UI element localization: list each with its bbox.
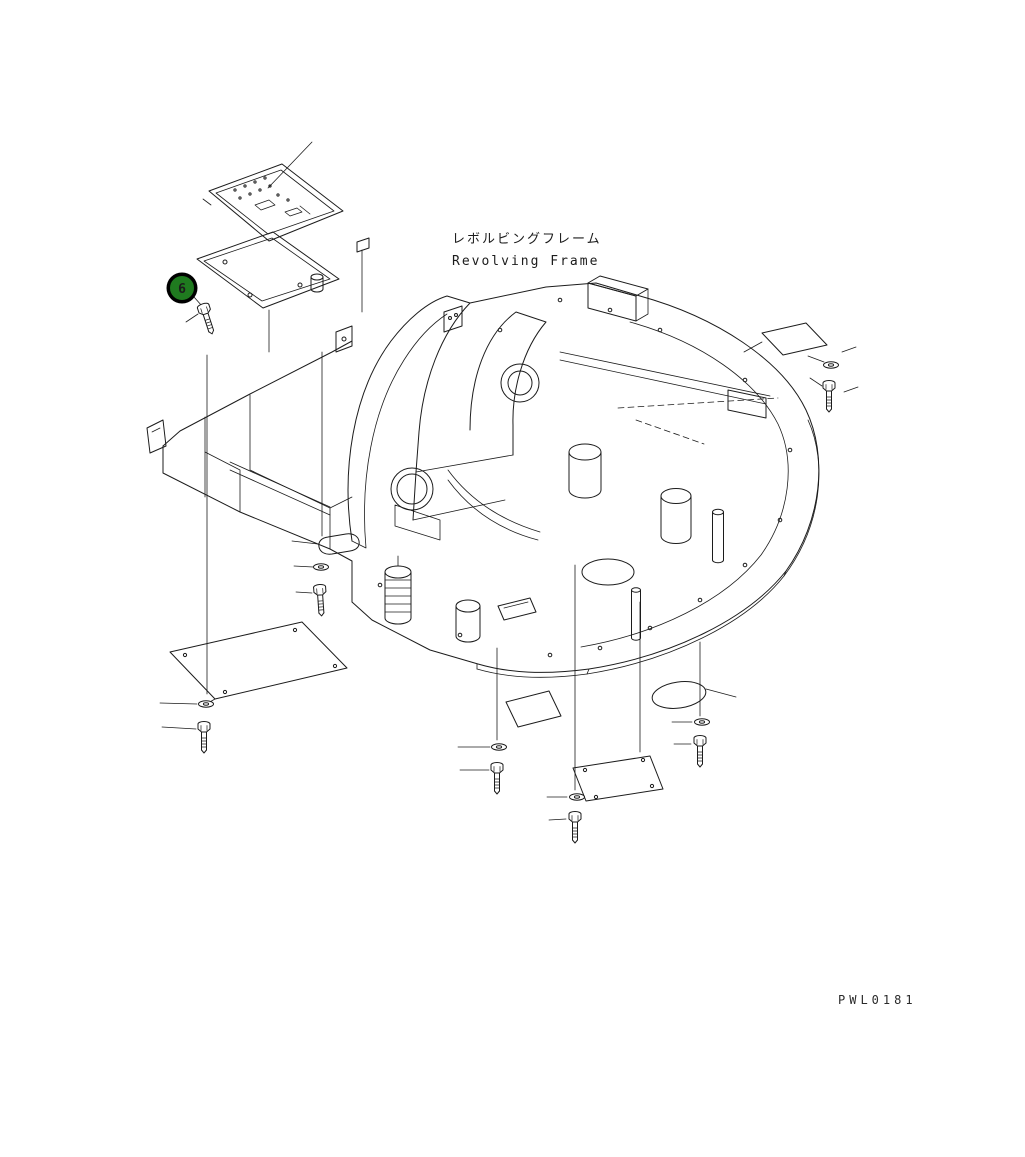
cover-plate-bottom-left (159, 621, 348, 754)
perforated-cover-plate (202, 163, 344, 242)
diagram-title-jp: レボルビングフレーム (452, 232, 602, 247)
plate-top-right (743, 322, 859, 413)
callout-balloon (169, 275, 195, 301)
leader-lines (206, 351, 701, 791)
top-left-cover-assembly (196, 141, 370, 353)
revolving-frame-body (146, 275, 820, 791)
washer (198, 700, 214, 708)
washer (823, 361, 839, 369)
washer (491, 743, 507, 751)
mounting-pin (356, 237, 370, 313)
callout-number: 6 (178, 282, 186, 297)
fastener-near-callout (185, 301, 219, 337)
upper-cover-plate (196, 231, 340, 353)
diagram-title-en: Revolving Frame (452, 254, 599, 269)
drawing-code: PWL0181 (838, 993, 917, 1007)
callout-6[interactable]: 6 (166, 272, 203, 307)
strainer-cylinder (384, 555, 412, 625)
cover-mid-left (291, 533, 360, 617)
bolt (490, 762, 504, 795)
bolt (568, 811, 582, 844)
bolt (197, 721, 211, 754)
cover-plate-bottom-mid (546, 755, 664, 844)
washer (313, 563, 329, 571)
bolt (312, 583, 329, 617)
washer (569, 793, 585, 801)
boom-mount-towers (347, 295, 547, 549)
washer (694, 718, 710, 726)
mount-cylinders (455, 443, 724, 643)
bolt (822, 380, 836, 413)
cover-ellipse-right (651, 681, 737, 768)
cover-plate-bottom-center (457, 690, 562, 795)
deck-bolt-holes (377, 297, 793, 658)
bolt (196, 301, 219, 337)
bolt (693, 735, 707, 768)
